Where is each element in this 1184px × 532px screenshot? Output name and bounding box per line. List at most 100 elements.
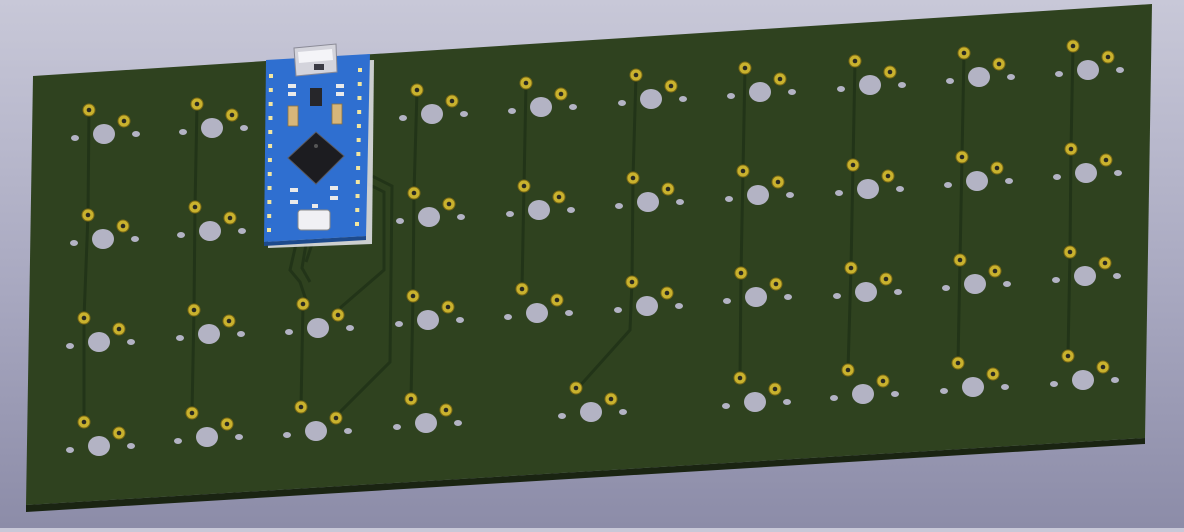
center-hole bbox=[859, 75, 881, 95]
switch-footprint bbox=[722, 371, 791, 412]
column-trace bbox=[409, 89, 419, 400]
pad-hole bbox=[335, 312, 341, 318]
center-hole bbox=[1074, 266, 1096, 286]
pad-hole bbox=[1067, 249, 1073, 255]
peg-hole bbox=[1050, 381, 1058, 387]
center-hole bbox=[857, 179, 879, 199]
switch-footprint bbox=[71, 103, 140, 144]
center-hole bbox=[636, 296, 658, 316]
switch-footprint bbox=[1053, 142, 1122, 183]
switch-footprints bbox=[66, 39, 1124, 456]
peg-hole bbox=[179, 129, 187, 135]
pad-hole bbox=[229, 112, 235, 118]
switch-footprint bbox=[174, 406, 243, 447]
pad-hole bbox=[449, 98, 455, 104]
center-hole bbox=[637, 192, 659, 212]
header-pin bbox=[358, 68, 362, 72]
peg-hole bbox=[508, 108, 516, 114]
chip-dot bbox=[314, 144, 318, 148]
switch-footprint bbox=[558, 381, 627, 422]
peg-hole bbox=[727, 93, 735, 99]
peg-hole bbox=[558, 413, 566, 419]
center-hole bbox=[966, 171, 988, 191]
center-hole bbox=[1075, 163, 1097, 183]
header-pin bbox=[356, 166, 361, 170]
switch-footprint bbox=[66, 311, 135, 352]
peg-hole bbox=[460, 111, 468, 117]
header-pin bbox=[357, 96, 362, 100]
center-hole bbox=[526, 303, 548, 323]
switch-footprint bbox=[944, 150, 1013, 191]
peg-hole bbox=[891, 391, 899, 397]
pad-hole bbox=[737, 375, 743, 381]
pad-hole bbox=[86, 107, 92, 113]
peg-hole bbox=[723, 298, 731, 304]
center-hole bbox=[528, 200, 550, 220]
pad-hole bbox=[992, 268, 998, 274]
switch-footprint bbox=[835, 158, 904, 199]
center-hole bbox=[305, 421, 327, 441]
peg-hole bbox=[393, 424, 401, 430]
switch-footprint bbox=[179, 97, 248, 138]
pad-hole bbox=[887, 69, 893, 75]
microcontroller-module[interactable] bbox=[264, 43, 374, 248]
peg-hole bbox=[944, 182, 952, 188]
peg-hole bbox=[783, 399, 791, 405]
center-hole bbox=[640, 89, 662, 109]
routing-trace bbox=[288, 243, 308, 301]
switch-footprint bbox=[283, 400, 352, 441]
pad-hole bbox=[411, 190, 417, 196]
header-pin bbox=[268, 102, 273, 106]
peg-hole bbox=[127, 443, 135, 449]
switch-footprint bbox=[393, 392, 462, 433]
peg-hole bbox=[174, 438, 182, 444]
peg-hole bbox=[285, 329, 293, 335]
pad-hole bbox=[116, 430, 122, 436]
peg-hole bbox=[176, 335, 184, 341]
peg-hole bbox=[569, 104, 577, 110]
center-hole bbox=[88, 332, 110, 352]
pad-hole bbox=[408, 396, 414, 402]
peg-hole bbox=[835, 190, 843, 196]
pad-hole bbox=[189, 410, 195, 416]
center-hole bbox=[749, 82, 771, 102]
pad-hole bbox=[410, 293, 416, 299]
peg-hole bbox=[1055, 71, 1063, 77]
peg-hole bbox=[1052, 277, 1060, 283]
pad-hole bbox=[1068, 146, 1074, 152]
peg-hole bbox=[131, 236, 139, 242]
peg-hole bbox=[1005, 178, 1013, 184]
peg-hole bbox=[346, 325, 354, 331]
peg-hole bbox=[1001, 384, 1009, 390]
peg-hole bbox=[567, 207, 575, 213]
column-trace bbox=[956, 52, 966, 364]
pad-hole bbox=[664, 290, 670, 296]
peg-hole bbox=[837, 86, 845, 92]
switch-footprint bbox=[723, 266, 792, 307]
pad-hole bbox=[629, 279, 635, 285]
pad-hole bbox=[191, 307, 197, 313]
pad-hole bbox=[630, 175, 636, 181]
header-pin bbox=[268, 116, 273, 120]
peg-hole bbox=[725, 196, 733, 202]
pad-hole bbox=[120, 223, 126, 229]
pad-hole bbox=[772, 386, 778, 392]
column-trace bbox=[846, 60, 857, 371]
center-hole bbox=[855, 282, 877, 302]
center-hole bbox=[745, 287, 767, 307]
header-pin bbox=[269, 74, 273, 78]
header-pin bbox=[355, 222, 359, 226]
pad-hole bbox=[194, 101, 200, 107]
pad-hole bbox=[740, 168, 746, 174]
switch-footprint bbox=[508, 76, 577, 117]
header-pin bbox=[357, 82, 362, 86]
pad-hole bbox=[880, 378, 886, 384]
header-pin bbox=[268, 130, 273, 134]
peg-hole bbox=[896, 186, 904, 192]
pad-hole bbox=[445, 304, 451, 310]
peg-hole bbox=[675, 303, 683, 309]
pad-hole bbox=[775, 179, 781, 185]
peg-hole bbox=[238, 228, 246, 234]
